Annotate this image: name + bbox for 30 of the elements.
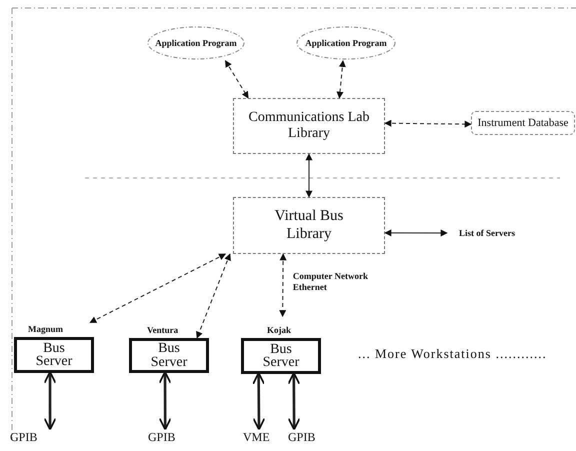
connector-arrow bbox=[224, 60, 249, 99]
library-box: Instrument Database bbox=[471, 111, 575, 135]
workstation-name: Ventura bbox=[147, 325, 178, 335]
server-box: Bus Server bbox=[14, 337, 94, 373]
program-ellipse: Application Program bbox=[147, 26, 245, 60]
server-box: Bus Server bbox=[129, 338, 209, 373]
note-text: ... More Workstations ............ bbox=[358, 346, 547, 362]
node-text: GPIB bbox=[148, 430, 188, 446]
connector-arrow bbox=[196, 253, 231, 339]
edge-label: Computer Network Ethernet bbox=[292, 271, 369, 293]
library-box: Communications Lab Library bbox=[233, 98, 385, 154]
connector-arrow bbox=[384, 229, 448, 236]
workstation-name: Magnum bbox=[28, 324, 64, 334]
program-ellipse: Application Program bbox=[296, 26, 396, 60]
library-box: Virtual Bus Library bbox=[233, 197, 385, 254]
double-arrow bbox=[252, 372, 266, 430]
connector-arrow bbox=[384, 120, 472, 128]
node-text: GPIB bbox=[288, 430, 324, 446]
connector-arrow bbox=[306, 153, 312, 198]
node-text: List of Servers bbox=[447, 225, 527, 241]
connector-arrow bbox=[279, 253, 287, 318]
double-arrow bbox=[158, 371, 172, 430]
double-arrow bbox=[287, 372, 300, 430]
workstation-name: Kojak bbox=[267, 325, 292, 335]
connector-arrow bbox=[89, 254, 226, 324]
connector-arrow bbox=[336, 60, 346, 99]
node-text: GPIB bbox=[10, 430, 55, 446]
double-arrow bbox=[44, 371, 56, 430]
node-text: VME bbox=[243, 430, 283, 446]
server-box: Bus Server bbox=[241, 338, 321, 374]
